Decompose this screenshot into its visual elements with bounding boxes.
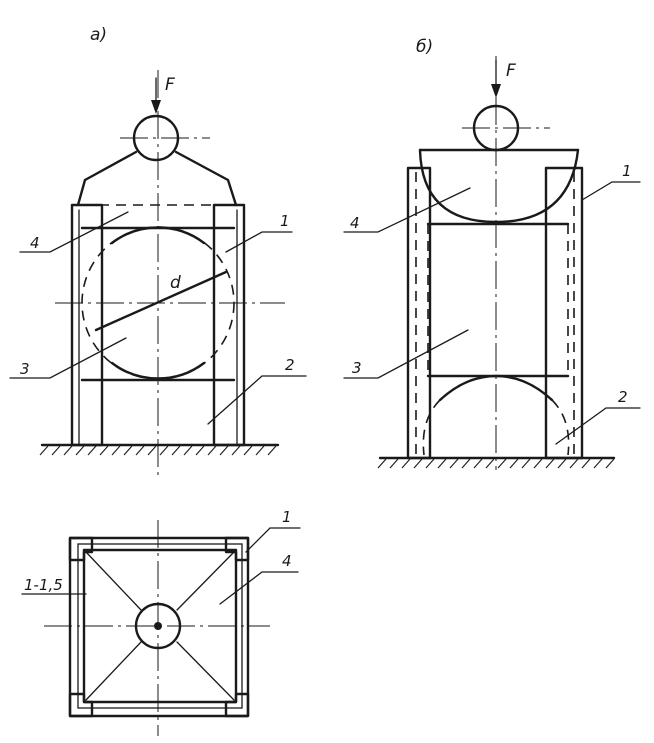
ground-hatch-a — [39, 445, 277, 456]
label-1-b: 1 — [622, 162, 632, 180]
plan-view: 1-1,5 1 4 — [21, 508, 301, 736]
force-arrowhead-a — [151, 100, 161, 114]
label-4-plan: 4 — [282, 552, 292, 570]
plan-corner-tl — [68, 536, 94, 562]
label-2-a: 2 — [285, 356, 295, 374]
side-post-right-b — [544, 166, 584, 460]
plan-corner-br — [224, 692, 250, 718]
force-label-a: F — [165, 75, 175, 95]
side-post-right-a — [212, 203, 246, 447]
leader-4-a — [19, 211, 129, 253]
label-3-b: 3 — [352, 359, 362, 377]
force-label-b: F — [506, 61, 516, 81]
leader-2-b — [555, 407, 641, 445]
ground-hatch-b — [377, 458, 615, 469]
leader-4-plan — [219, 571, 299, 605]
leader-1-b — [581, 181, 641, 201]
diameter-label: d — [170, 273, 181, 293]
label-1-plan: 1 — [282, 508, 292, 526]
leader-4-b — [343, 187, 471, 233]
view-a: а) F d — [9, 25, 307, 475]
yoke-right-a — [174, 150, 238, 207]
leader-3-a — [9, 337, 127, 379]
plan-corner-tr — [224, 536, 250, 562]
label-4-a: 4 — [30, 234, 40, 252]
view-b-title: б) — [416, 37, 433, 57]
view-b: б) F — [343, 37, 641, 470]
leader-1-a — [225, 231, 293, 253]
label-3-a: 3 — [20, 360, 30, 378]
diameter-line-a — [94, 270, 228, 332]
side-post-left-a — [70, 203, 104, 447]
yoke-left-a — [76, 150, 138, 207]
top-indenter-contour-b — [418, 148, 580, 224]
label-2-b: 2 — [618, 388, 628, 406]
side-post-left-b — [406, 166, 432, 460]
leader-3-b — [343, 329, 469, 379]
leader-1-plan — [245, 527, 301, 553]
view-a-title: а) — [90, 25, 107, 45]
leader-2-a — [207, 375, 307, 425]
label-1-a: 1 — [280, 212, 290, 230]
label-gap: 1-1,5 — [24, 576, 63, 594]
label-4-b: 4 — [350, 214, 360, 232]
plan-corner-bl — [68, 692, 94, 718]
plan-outer-frame — [68, 536, 250, 718]
